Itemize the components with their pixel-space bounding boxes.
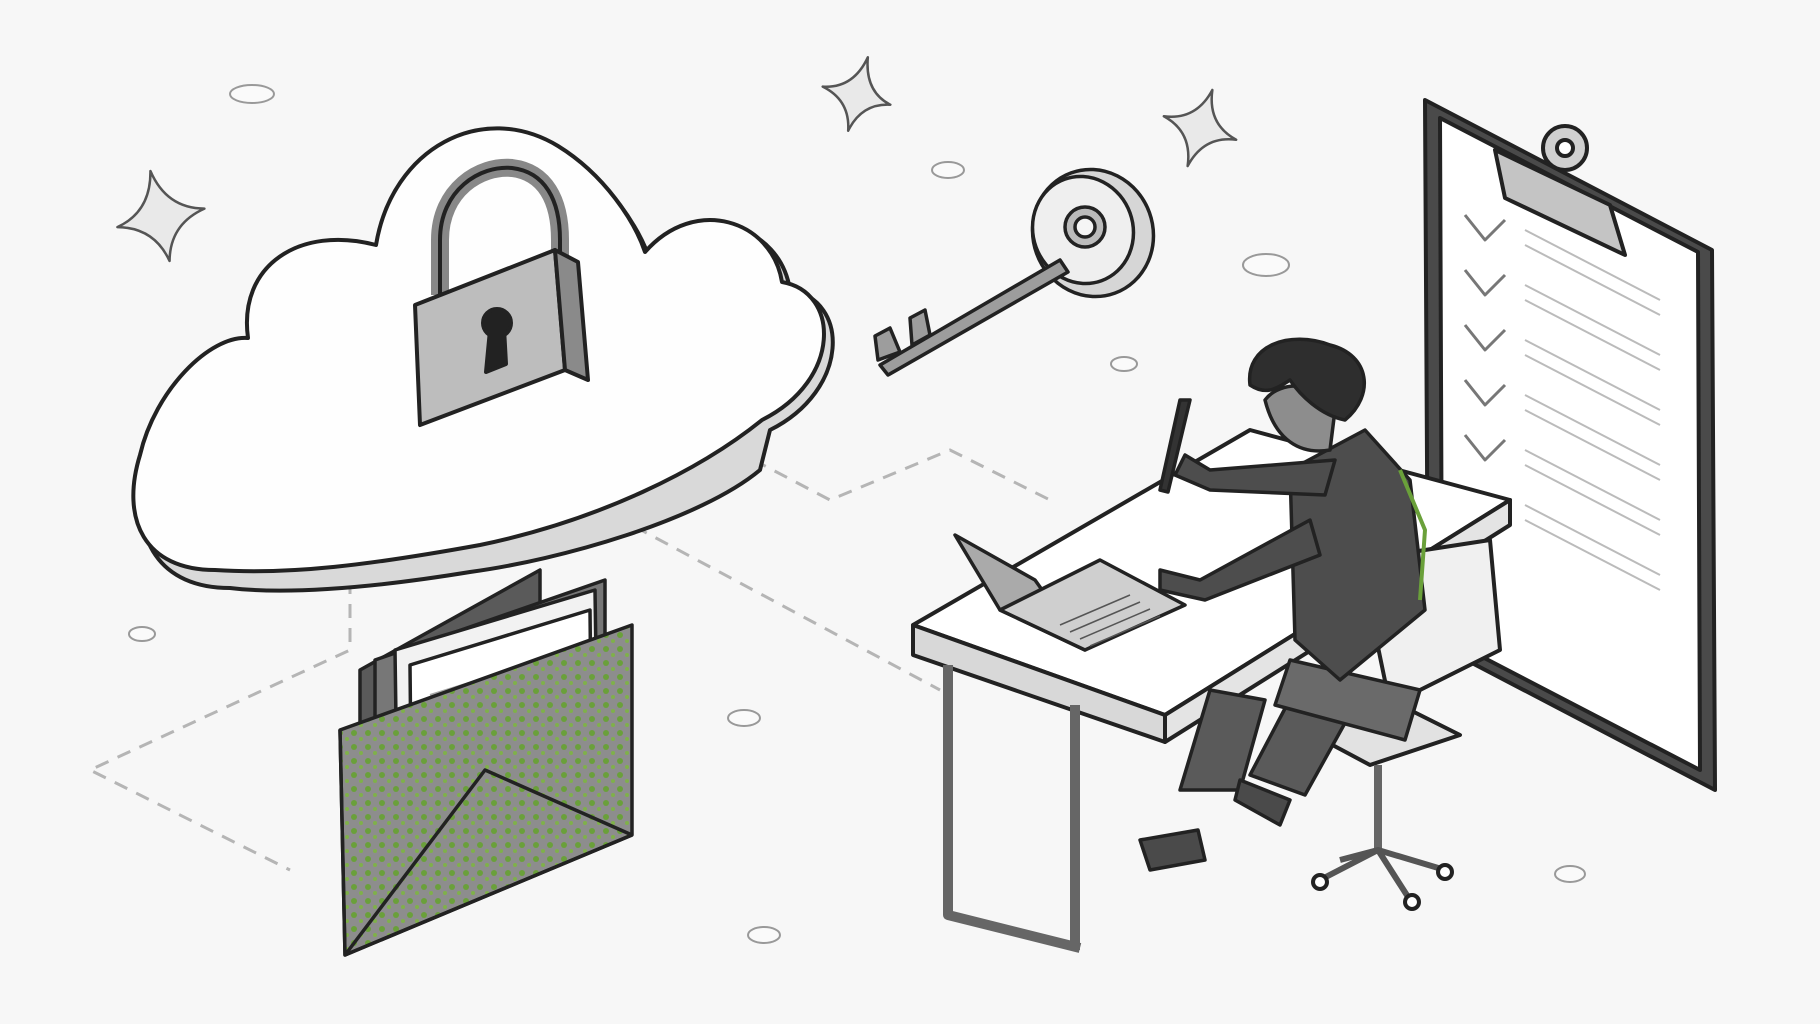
key-icon: [873, 167, 1156, 377]
sparkle-icon: [116, 56, 1238, 263]
envelope-icon: [338, 568, 634, 957]
clipboard-icon: [1423, 98, 1717, 792]
laptop-icon: [953, 533, 1187, 652]
person-icon: [1138, 337, 1427, 872]
padlock-icon: [413, 158, 590, 427]
decorative-dots: [128, 84, 1586, 944]
